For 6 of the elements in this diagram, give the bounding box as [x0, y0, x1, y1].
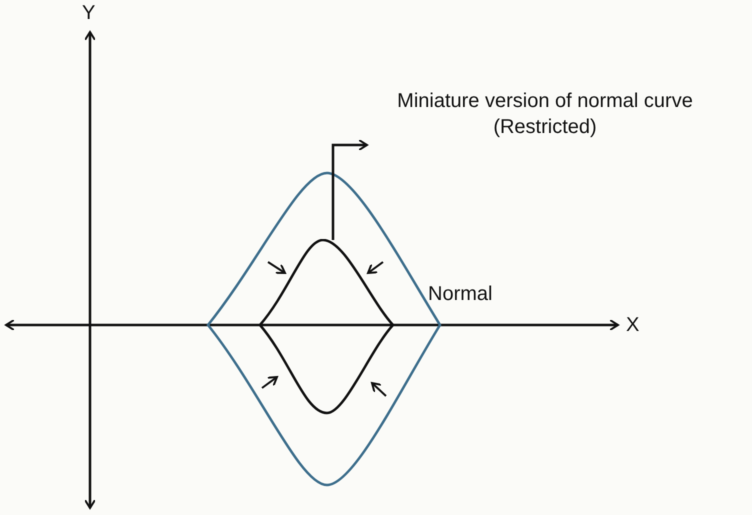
curve-label: Normal — [428, 283, 492, 306]
axis-label: Y — [82, 2, 96, 25]
curve-label: Miniature version of normal curve (Restricted) — [345, 88, 745, 140]
restricted-curve — [259, 239, 395, 415]
leader-line — [332, 139, 368, 240]
axis-label: X — [626, 314, 640, 337]
